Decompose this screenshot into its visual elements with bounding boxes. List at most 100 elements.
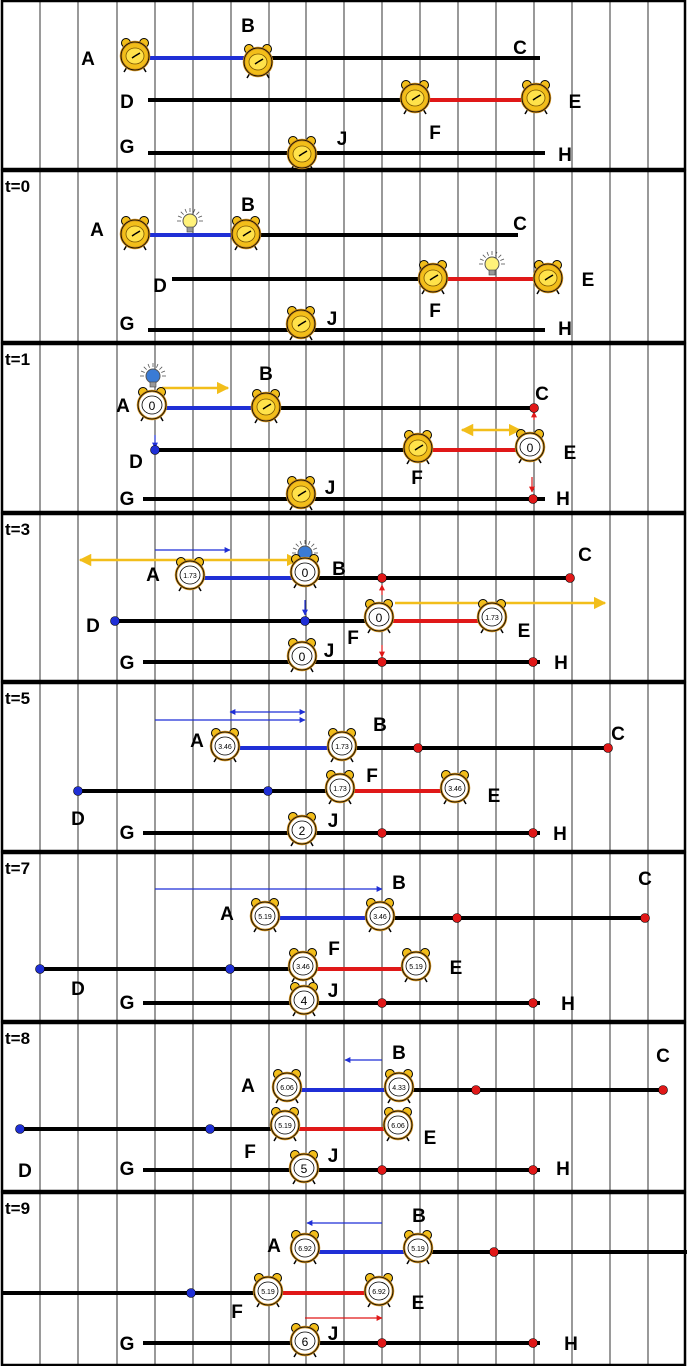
clock-face [257, 1281, 279, 1301]
clock-face [141, 395, 163, 415]
clock-outline [327, 731, 357, 761]
alarm-clock-icon: 3.46 [439, 770, 471, 805]
alarm-clock-icon: 3.46 [364, 898, 396, 933]
clock-reading: 0 [149, 399, 156, 413]
bulb-ray [308, 540, 311, 545]
point-label: B [241, 16, 255, 37]
point-label: G [120, 1334, 135, 1355]
clock-reading: 1.73 [183, 573, 197, 580]
bulb-glass [182, 213, 198, 229]
point-label: A [241, 1076, 255, 1097]
clock-reading: 5.19 [411, 1246, 425, 1253]
event-dot [528, 494, 538, 504]
clock-reading: 4 [301, 994, 308, 1008]
alarm-clock-icon: 0 [136, 387, 168, 422]
clock-hand [131, 233, 136, 237]
clock-outline [477, 602, 507, 632]
clock-face [254, 906, 276, 926]
point-label: F [347, 628, 359, 649]
clock-outline [251, 392, 281, 422]
clock-hand [301, 150, 308, 155]
clock-reading: 5.19 [258, 914, 272, 921]
point-label: E [518, 621, 531, 642]
event-dot [377, 998, 387, 1008]
point-label: H [556, 1159, 570, 1180]
clock-reading: 1.73 [333, 786, 347, 793]
clock-face [387, 1115, 409, 1135]
time-label: t=3 [5, 520, 30, 539]
clock-reading: 0 [376, 611, 383, 625]
point-label: H [558, 319, 572, 340]
alarm-clock-icon: 5.19 [252, 1273, 284, 1308]
alarm-clock-icon: 6.92 [289, 1230, 321, 1265]
clock-outline [120, 41, 150, 71]
clock-hand [432, 274, 439, 279]
point-label: D [86, 616, 100, 637]
point-label: C [578, 545, 592, 566]
clock-hand [265, 403, 272, 408]
clock-hand [245, 230, 252, 235]
bulb-ray [498, 254, 502, 258]
alarm-clock-icon: 5.19 [402, 1230, 434, 1265]
clock-hand [297, 493, 302, 497]
bulb-ray [159, 366, 163, 370]
clock-face [294, 1238, 316, 1258]
event-dot [528, 1338, 538, 1348]
clock-outline [289, 1153, 319, 1183]
point-label: C [656, 1046, 670, 1067]
clock-face [444, 778, 466, 798]
clock-face [407, 1238, 429, 1258]
bulb-ray [143, 366, 147, 370]
bulb-ray [486, 251, 489, 256]
clock-outline [418, 263, 448, 293]
bulb-ray [184, 208, 187, 213]
point-label: J [327, 309, 338, 330]
point-label: A [90, 220, 104, 241]
clock-outline [289, 985, 319, 1015]
panel-frame [0, 851, 687, 1023]
clock-hand [414, 447, 419, 451]
point-label: E [569, 92, 582, 113]
event-dot [529, 403, 539, 413]
point-label: B [412, 1206, 426, 1227]
point-label: C [513, 214, 527, 235]
clock-face [388, 1077, 410, 1097]
point-label: H [553, 824, 567, 845]
clock-reading: 1.73 [485, 615, 499, 622]
light-bulb-icon [177, 208, 203, 233]
alarm-clock-icon: 6.06 [271, 1069, 303, 1104]
bulb-ray [161, 370, 166, 373]
point-label: D [153, 276, 167, 297]
event-dot [73, 786, 83, 796]
point-label: G [120, 653, 135, 674]
event-dot [452, 913, 462, 923]
point-label: B [392, 1043, 406, 1064]
clock-outline [383, 1110, 413, 1140]
alarm-clock-icon: 0 [286, 638, 318, 673]
alarm-clock-icon [119, 38, 151, 73]
clock-outline [287, 641, 317, 671]
clock-outline [175, 560, 205, 590]
point-label: B [259, 364, 273, 385]
clock-reading: 0 [299, 650, 306, 664]
point-label: B [392, 873, 406, 894]
panel-frame [0, 0, 687, 171]
bulb-base [488, 269, 496, 276]
clock-reading: 6.92 [298, 1246, 312, 1253]
clock-outline [521, 83, 551, 113]
clock-reading: 2 [299, 824, 306, 838]
bulb-ray [292, 547, 297, 550]
point-label: C [638, 869, 652, 890]
alarm-clock-icon: 6.92 [363, 1273, 395, 1308]
clock-face [292, 956, 314, 976]
event-dot [35, 964, 45, 974]
clock-outline [231, 219, 261, 249]
clock-hand [417, 444, 424, 449]
point-label: B [373, 715, 387, 736]
clock-face [481, 607, 503, 627]
clock-hand [429, 277, 434, 281]
clock-outline [243, 47, 273, 77]
event-dot [528, 828, 538, 838]
